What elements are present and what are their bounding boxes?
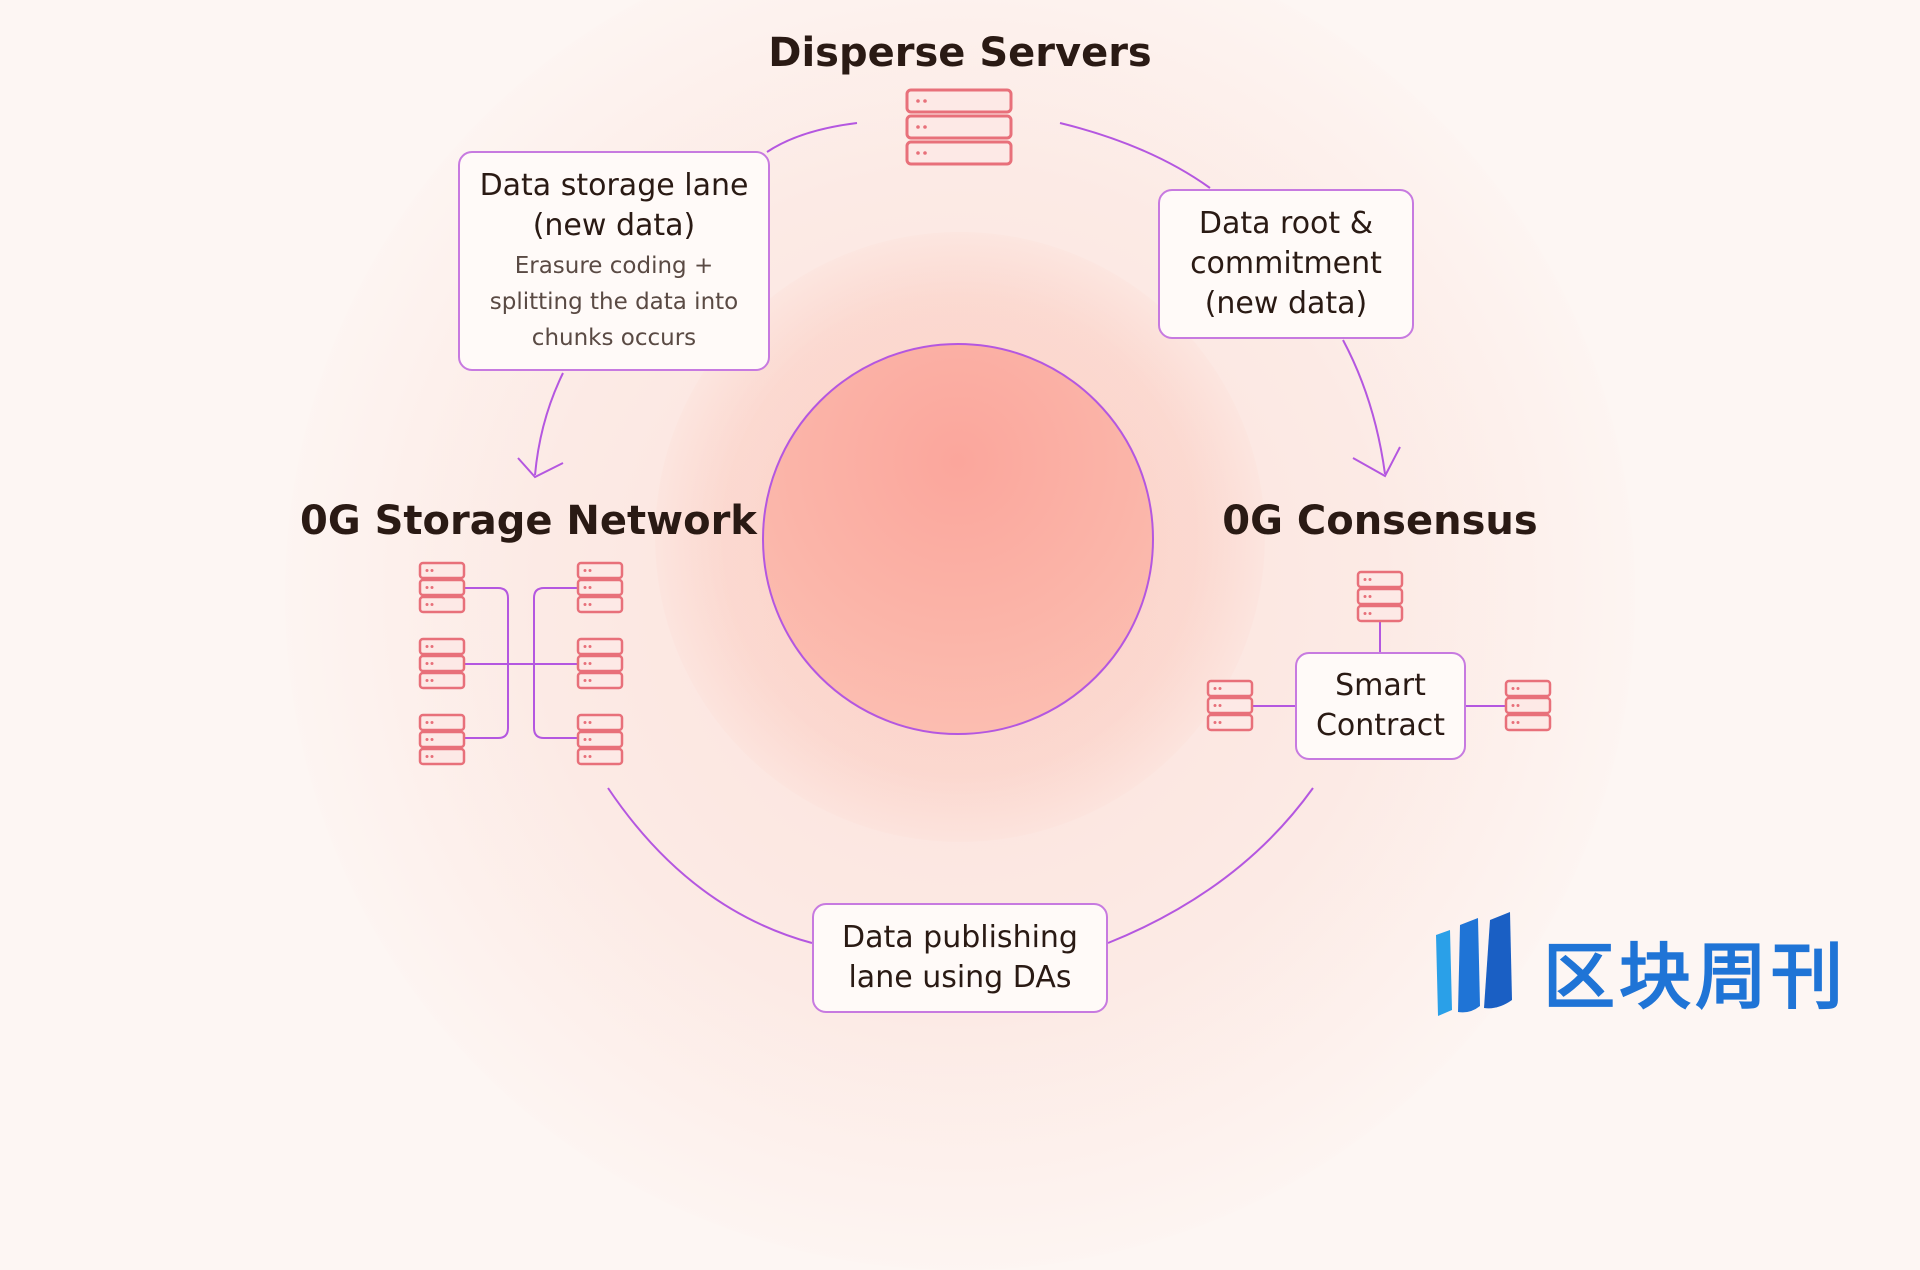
server-icon (1206, 679, 1254, 732)
server-icon (418, 561, 466, 614)
arrowhead-left (517, 457, 564, 479)
arc-right-arrow (1342, 339, 1386, 475)
server-icon (1356, 570, 1404, 623)
publishing-lane-title: Data publishing lane using DAs (842, 920, 1078, 995)
publishing-lane-box: Data publishing lane using DAs (812, 903, 1108, 1013)
arc-left-arrow (534, 372, 564, 476)
watermark: 区块周刊 (1525, 915, 1847, 1025)
arc-bottom-left (607, 787, 813, 944)
server-icon (576, 637, 624, 690)
storage-lane-box: Data storage lane (new data) Erasure cod… (458, 151, 770, 371)
watermark-text: 区块周刊 (1543, 934, 1848, 1019)
data-root-title: Data root & commitment (new data) (1190, 206, 1382, 321)
arrowhead-right (1352, 446, 1401, 478)
data-root-box: Data root & commitment (new data) (1158, 189, 1414, 339)
storage-lane-description: Erasure coding + splitting the data into… (489, 253, 739, 351)
disperse-servers-title: Disperse Servers (768, 30, 1152, 76)
smart-contract-title: Smart Contract (1315, 668, 1446, 743)
connections-layer (418, 88, 1552, 1016)
arc-bottom-right (1107, 787, 1314, 944)
arc-top-right (1059, 122, 1211, 189)
server-icon (576, 561, 624, 614)
server-icon (418, 713, 466, 766)
smart-contract-box: Smart Contract (1295, 652, 1466, 760)
server-icon (418, 637, 466, 690)
consensus-title: 0G Consensus (1222, 498, 1538, 544)
consensus-servers (1206, 570, 1552, 732)
server-icon (576, 713, 624, 766)
center-circle (762, 343, 1154, 735)
server-icon (1504, 679, 1552, 732)
arc-top-left (766, 122, 858, 153)
storage-network-title: 0G Storage Network (300, 498, 757, 544)
disperse-server-icon (905, 88, 1013, 166)
storage-lane-title: Data storage lane (new data) (479, 168, 749, 243)
storage-network-servers (418, 561, 624, 766)
brand-logo-icon (1436, 912, 1512, 1016)
